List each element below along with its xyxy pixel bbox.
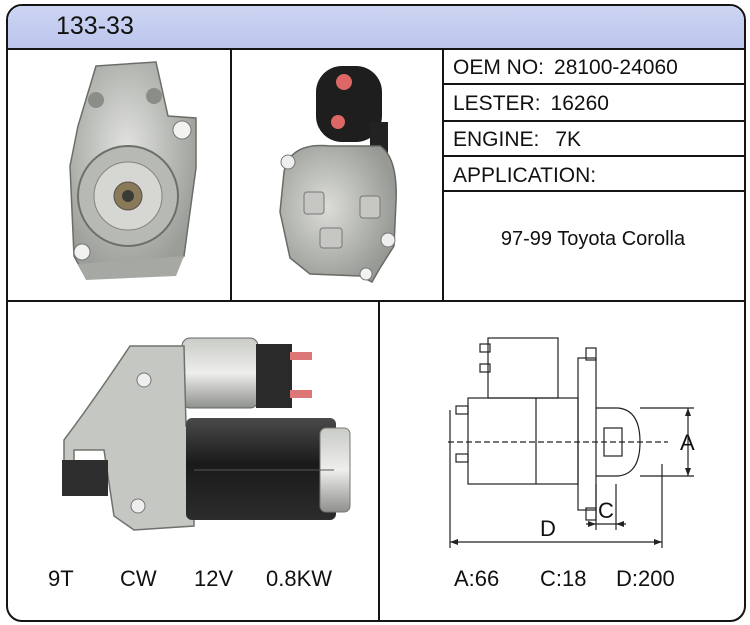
voltage: 12V: [194, 566, 234, 591]
starter-front-view-image: [69, 61, 197, 280]
lester-label: LESTER:: [453, 92, 541, 115]
divider-top-right: [442, 48, 444, 300]
starter-side-view-image: [62, 337, 351, 531]
oem-value: 28100-24060: [554, 56, 678, 79]
dimension-d-letter: D: [540, 516, 556, 541]
spec-row-line-1: [442, 83, 744, 85]
oem-row: OEM NO: 28100-24060: [453, 56, 678, 80]
spec-row-line-4: [442, 190, 744, 192]
model-number-title: 133-33: [56, 12, 134, 40]
divider-bottom: [378, 300, 380, 620]
divider-horizontal: [8, 300, 744, 302]
engine-value: 7K: [555, 128, 582, 151]
engine-label: ENGINE:: [453, 128, 540, 151]
engine-row: ENGINE: 7K: [453, 128, 581, 152]
header-bar: 133-33: [8, 6, 744, 50]
teeth-count: 9T: [48, 566, 74, 591]
dimension-c-letter: C: [598, 498, 614, 523]
lester-row: LESTER: 16260: [453, 92, 609, 116]
dimension-drawing: A C D: [448, 337, 695, 548]
dimension-a-value: A:66: [454, 566, 500, 591]
application-row: APPLICATION:: [453, 164, 596, 188]
spec-row-line-3: [442, 155, 744, 157]
dimension-a-letter: A: [680, 430, 695, 455]
application-value: 97-99 Toyota Corolla: [500, 228, 686, 250]
oem-label: OEM NO:: [453, 56, 545, 79]
application-label: APPLICATION:: [453, 164, 597, 187]
product-sheet: 133-33: [6, 4, 746, 622]
divider-top-left: [230, 48, 232, 300]
rotation-direction: CW: [120, 566, 157, 591]
dimension-d-value: D:200: [616, 566, 675, 591]
lester-value: 16260: [550, 92, 609, 115]
power-rating: 0.8KW: [266, 566, 333, 591]
spec-row-line-2: [442, 120, 744, 122]
starter-rear-view-image: [279, 66, 397, 283]
dimension-c-value: C:18: [540, 566, 587, 591]
